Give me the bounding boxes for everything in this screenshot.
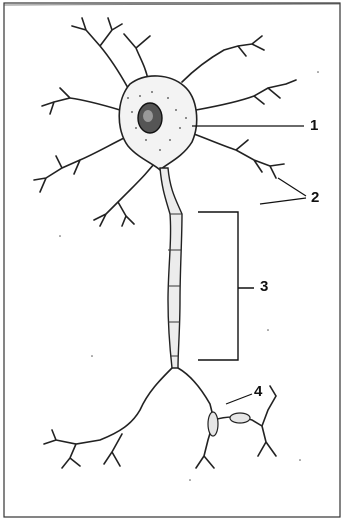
- leader-line-4: [226, 394, 252, 404]
- top-edge-line: [4, 4, 340, 5]
- leader-line-2a: [278, 178, 306, 196]
- nucleolus: [143, 110, 153, 122]
- leader-line-2b: [260, 198, 306, 204]
- label-1: 1: [310, 117, 318, 134]
- label-3: 3: [260, 278, 268, 295]
- synaptic-bulb: [230, 413, 250, 423]
- axon: [160, 168, 182, 368]
- bracket-3: [198, 212, 254, 360]
- label-4: 4: [254, 383, 262, 400]
- label-2: 2: [311, 189, 319, 206]
- synaptic-bulb: [208, 412, 218, 436]
